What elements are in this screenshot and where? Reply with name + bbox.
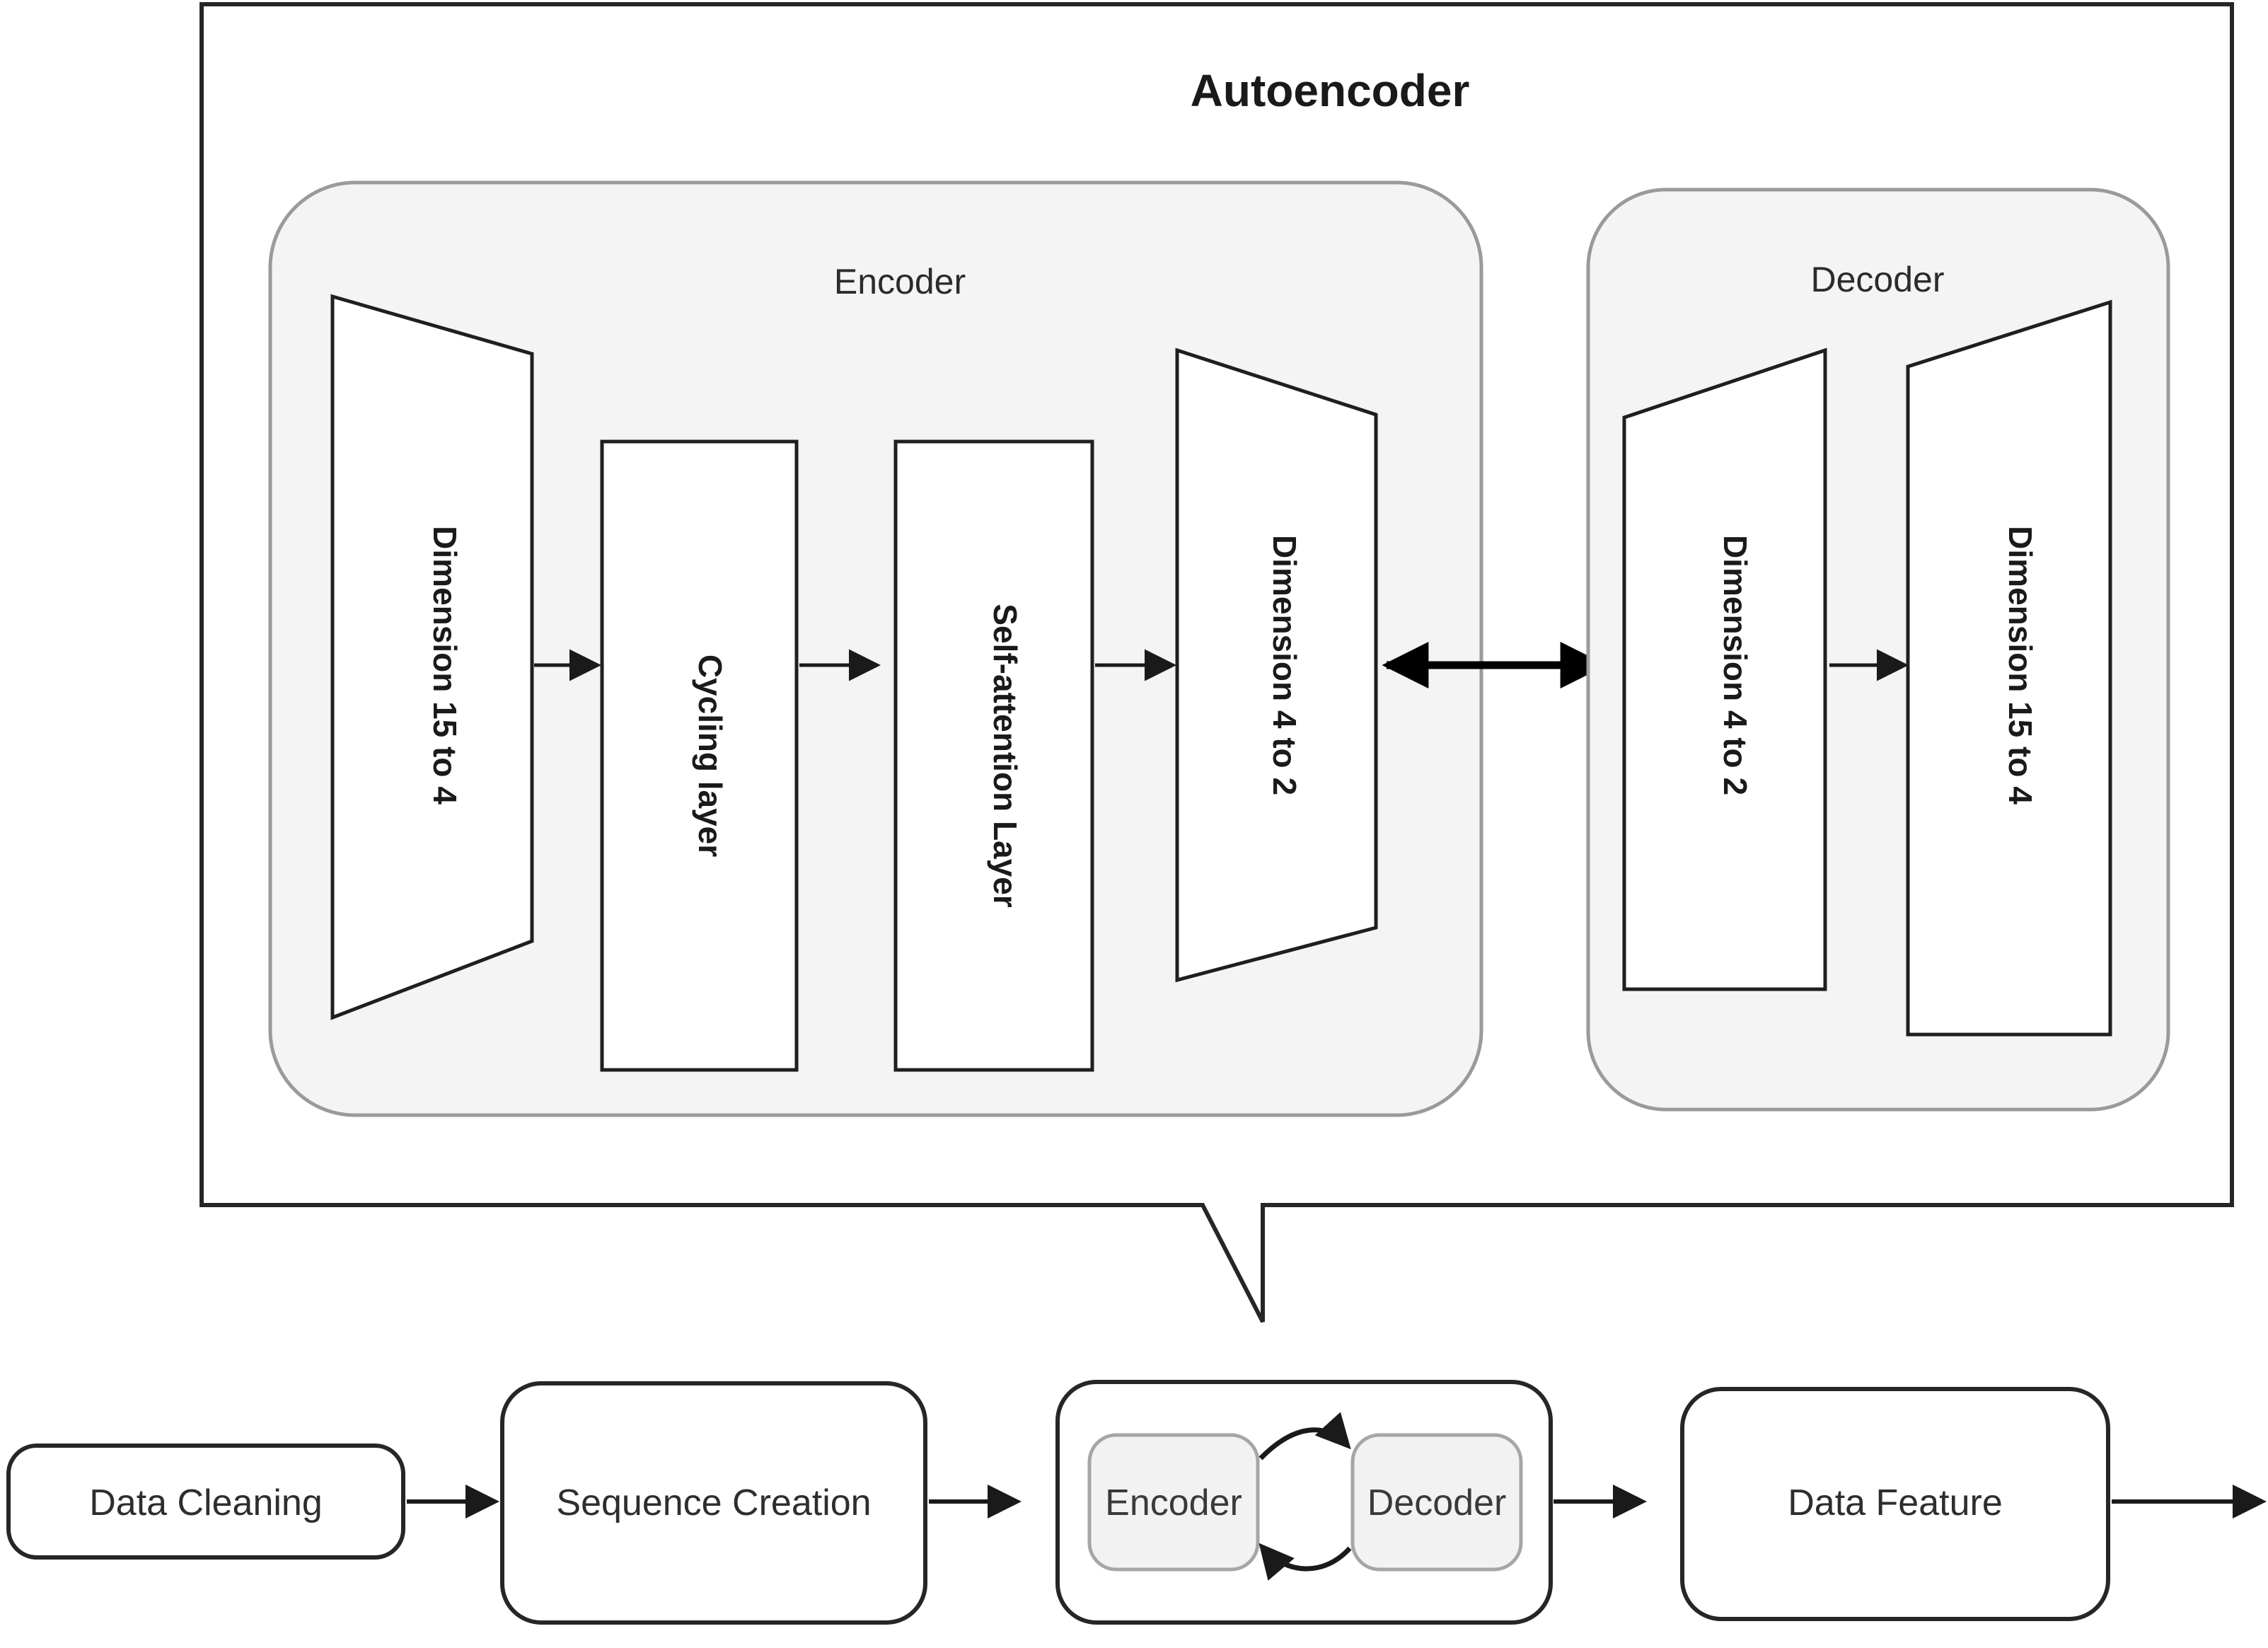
- pipeline-step-sequence-creation-label: Sequence Creation: [556, 1482, 871, 1523]
- pipeline-substep-encoder[interactable]: [1087, 1433, 1260, 1572]
- encoder-layer-cycling-shape: [600, 439, 799, 1072]
- cycle-arrow-forward: [1259, 1412, 1351, 1460]
- encoder-group-label: Encoder: [834, 262, 966, 301]
- encoder-layer-dim4to2-label: Dimension 4 to 2: [1266, 535, 1303, 795]
- pipeline-step-data-cleaning[interactable]: [6, 1444, 405, 1560]
- pipeline-substep-encoder-label: Encoder: [1105, 1482, 1242, 1523]
- pipeline-substep-decoder[interactable]: [1350, 1433, 1523, 1572]
- decoder-layer-dim4to2-shape: [1622, 347, 1827, 991]
- decoder-group-label: Decoder: [1811, 260, 1945, 299]
- pipeline-step-data-cleaning-label: Data Cleaning: [89, 1482, 323, 1523]
- encoder-layer-selfattention-shape: [893, 439, 1094, 1072]
- encoder-layer-selfattention-label: Self-attention Layer: [987, 604, 1024, 908]
- encoder-layer-dim15to4-label: Dimension 15 to 4: [427, 526, 463, 805]
- pipeline-step-sequence-creation[interactable]: [500, 1381, 927, 1625]
- encoder-layer-dim15to4-shape: [330, 294, 534, 1020]
- encoder-layer-dim4to2-shape: [1175, 347, 1378, 983]
- pipeline-step-data-feature-label: Data Feature: [1788, 1482, 2003, 1523]
- encoder-layer-cycling-label: Cycling layer: [692, 655, 729, 857]
- pipeline-substep-decoder-label: Decoder: [1367, 1482, 1507, 1523]
- page-title: Autoencoder: [1191, 65, 1470, 116]
- decoder-layer-dim15to4-shape: [1906, 299, 2112, 1037]
- pipeline-step-data-feature[interactable]: [1680, 1387, 2110, 1621]
- decoder-layer-dim15to4-label: Dimension 15 to 4: [2002, 526, 2039, 805]
- cycle-arrow-backward: [1259, 1543, 1352, 1581]
- decoder-layer-dim4to2-label: Dimension 4 to 2: [1717, 535, 1754, 795]
